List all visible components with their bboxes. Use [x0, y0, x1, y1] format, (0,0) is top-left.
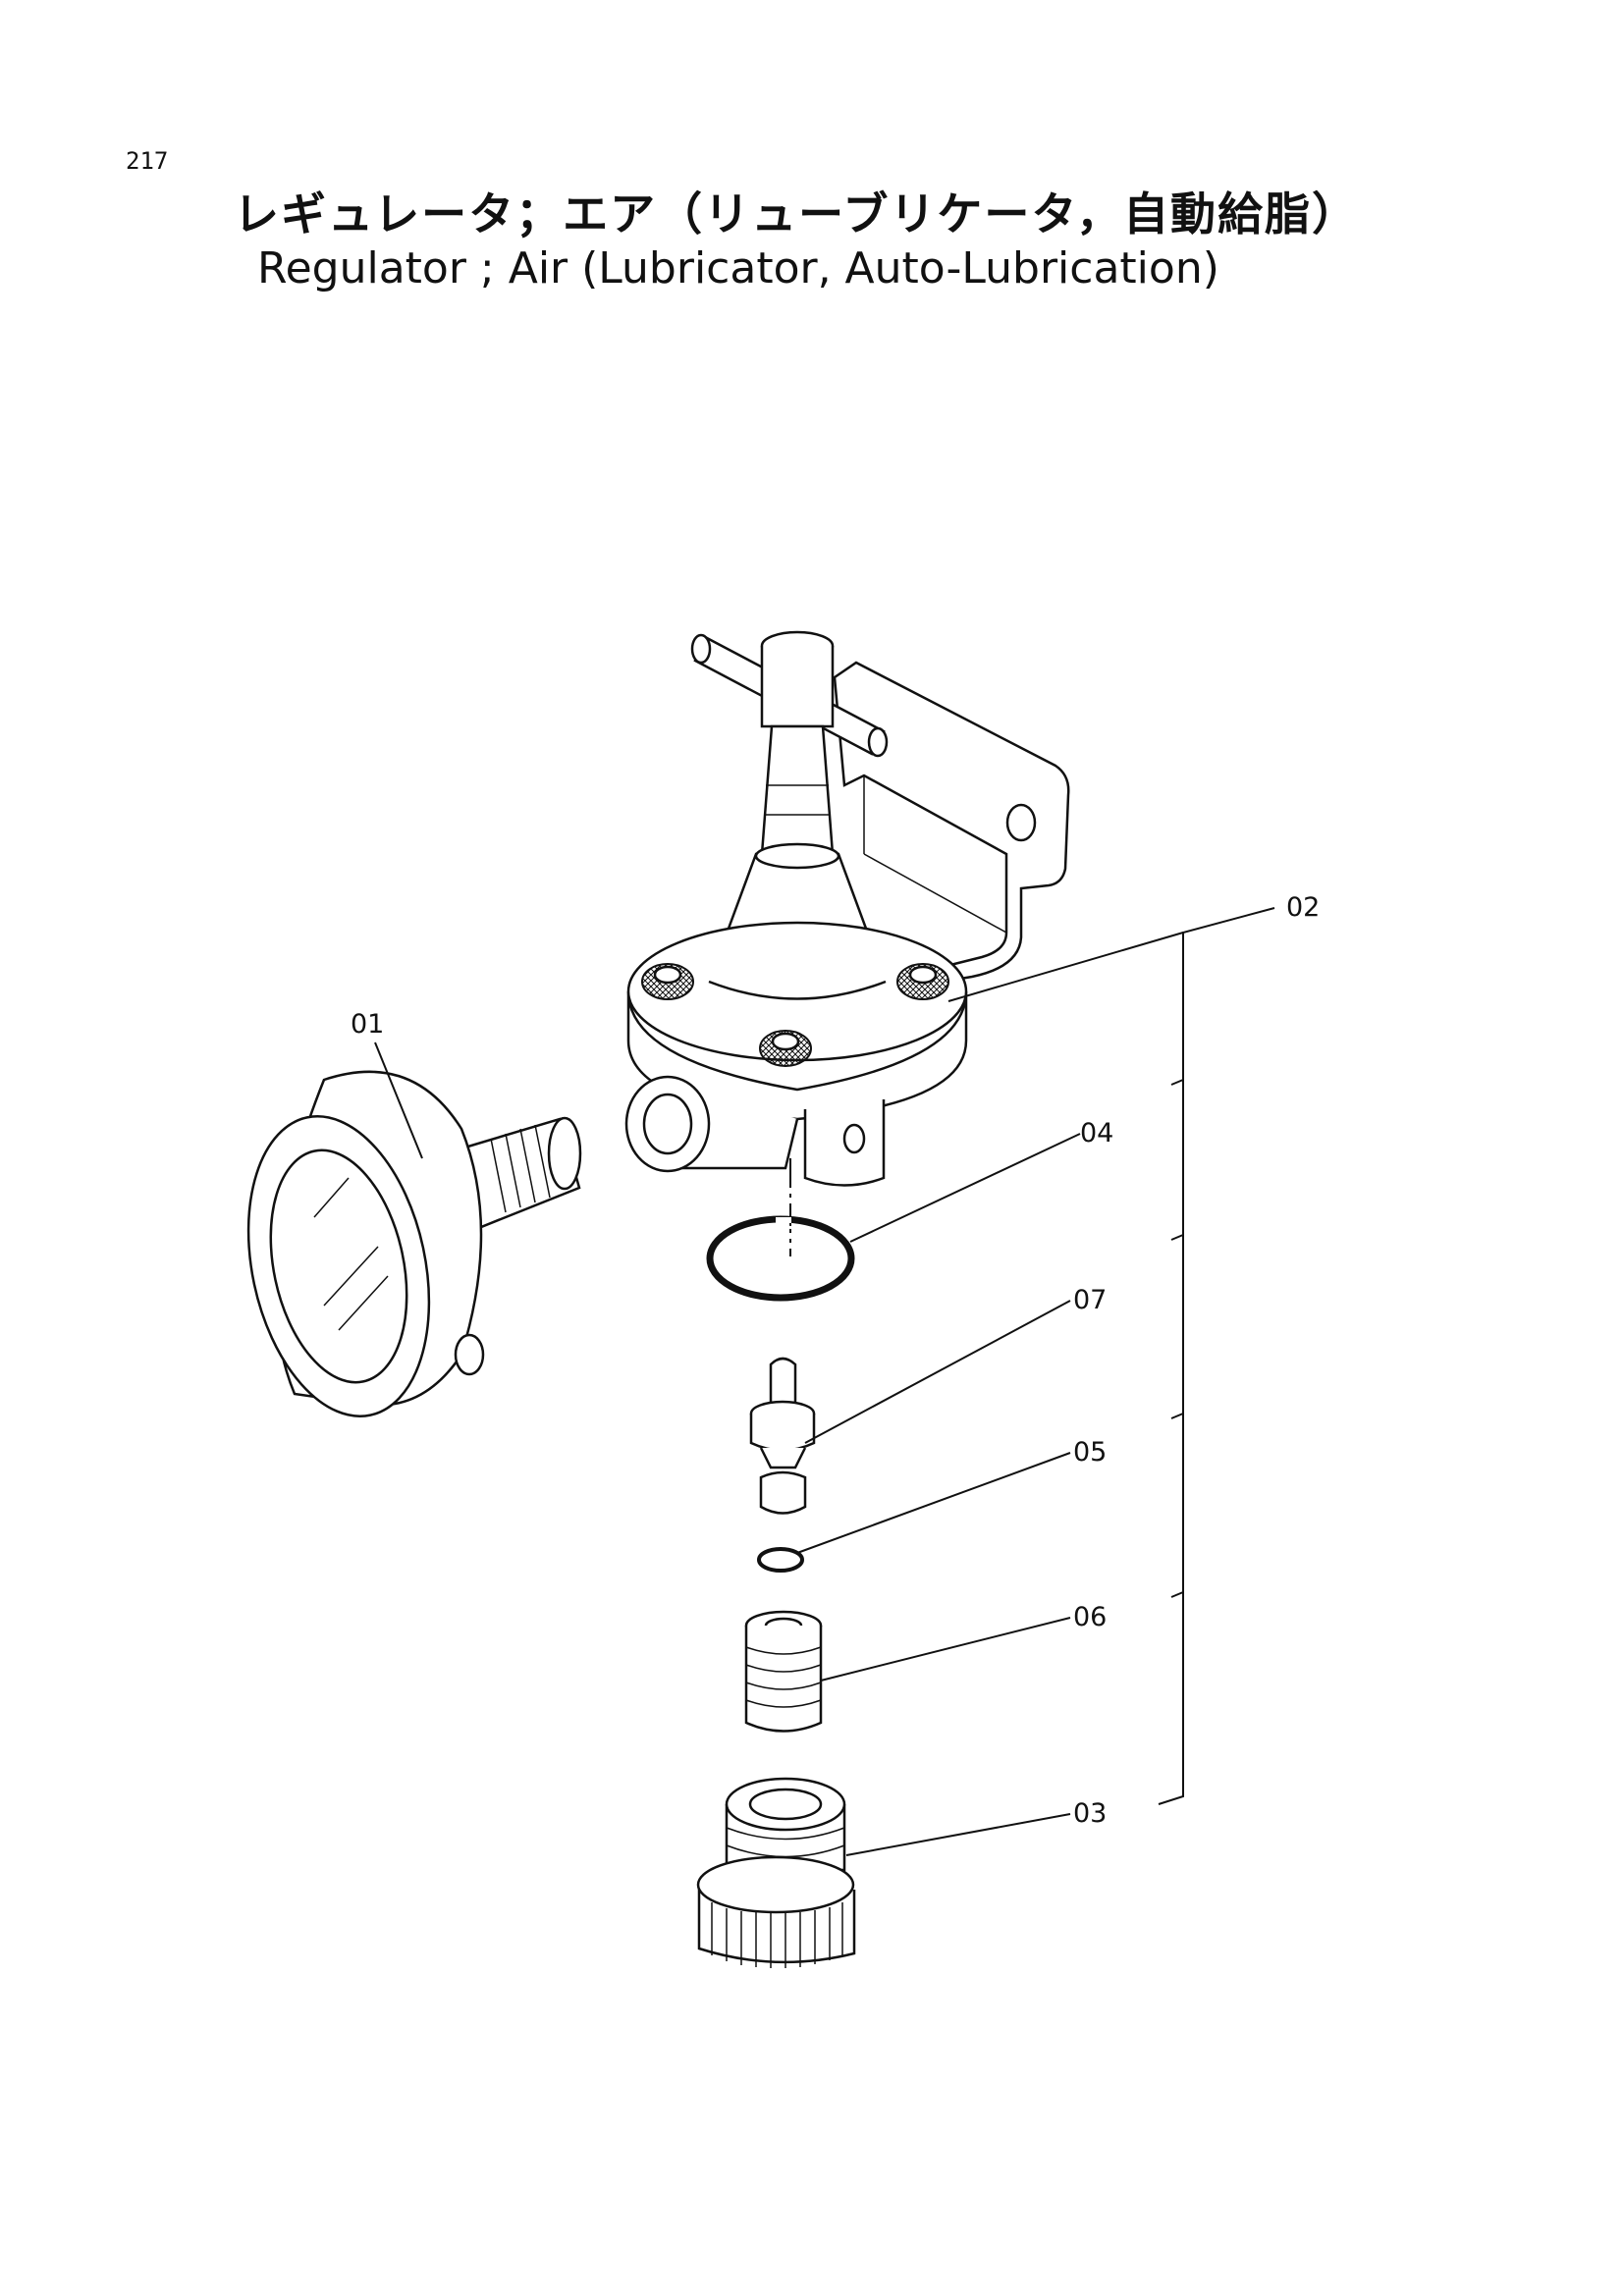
adjuster-cap-part [696, 1777, 856, 1968]
snap-ring-part [706, 1215, 855, 1302]
callout-04: 04 [1080, 1118, 1113, 1148]
callout-01: 01 [351, 1009, 384, 1040]
title-japanese: レギュレータ；エア（リューブリケータ，自動給脂） [234, 187, 1360, 240]
page-number: 217 [126, 147, 169, 175]
callout-07: 07 [1073, 1285, 1107, 1315]
callout-06: 06 [1073, 1602, 1107, 1632]
valve-pin-part [749, 1357, 816, 1515]
leader-lines [374, 907, 1275, 1856]
o-ring-part [757, 1547, 804, 1573]
callout-05: 05 [1073, 1437, 1107, 1468]
regulator-body-part [624, 630, 1070, 1256]
pressure-gauge-part [246, 1070, 582, 1417]
title-english: Regulator ; Air (Lubricator, Auto-Lubric… [257, 243, 1219, 294]
callout-03: 03 [1073, 1798, 1107, 1829]
callout-02: 02 [1286, 892, 1320, 923]
spring-part [744, 1610, 823, 1733]
